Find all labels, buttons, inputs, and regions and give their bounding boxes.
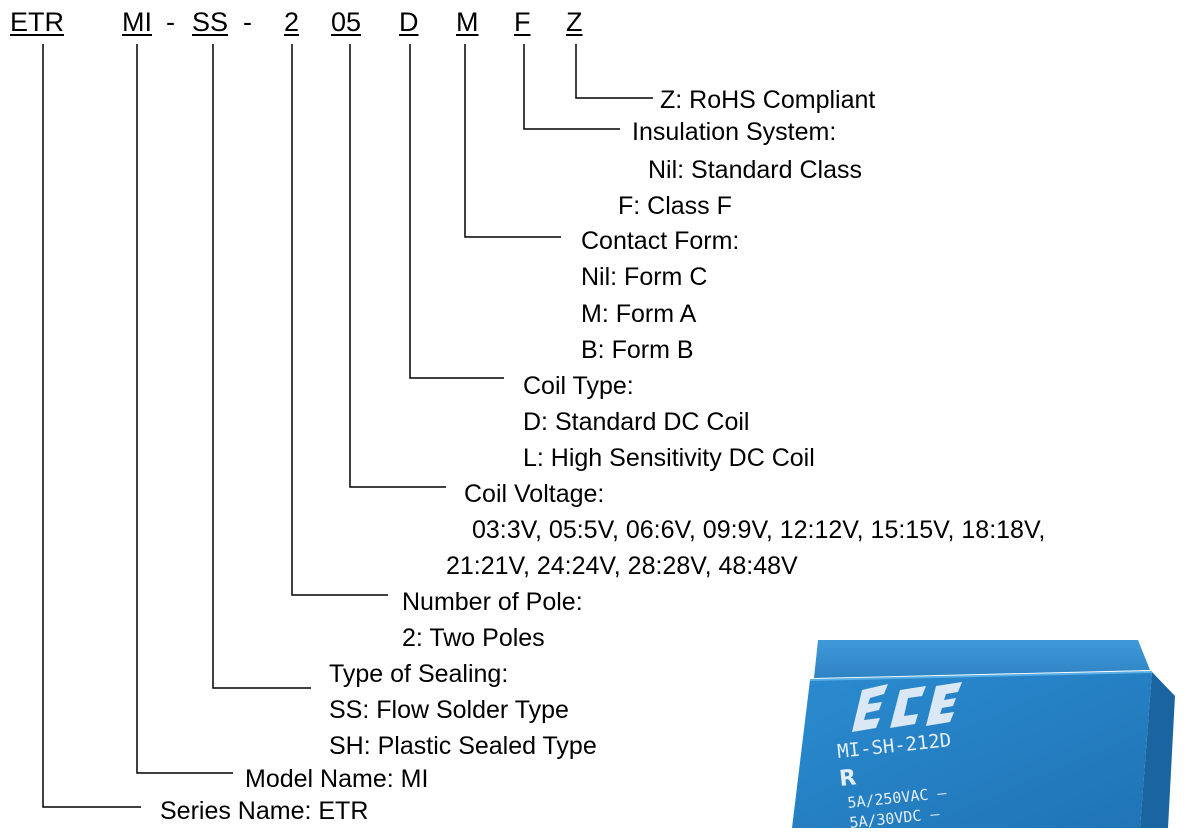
code-voltage: 05 <box>331 7 362 37</box>
field-insulation-option: Nil: Standard Class <box>648 156 862 184</box>
code-poles: 2 <box>284 7 300 37</box>
code-model: MI <box>122 7 152 37</box>
leader-sealing <box>212 44 311 689</box>
code-sealing: SS <box>192 7 229 37</box>
field-coil-type-option: D: Standard DC Coil <box>523 408 750 436</box>
field-contact-form-title: Contact Form: <box>581 227 740 255</box>
field-series-title: Series Name: ETR <box>160 797 369 825</box>
code-series: ETR <box>10 7 64 37</box>
leader-insulation <box>523 44 620 130</box>
field-sealing-title: Type of Sealing: <box>329 660 509 688</box>
field-insulation-title: Insulation System: <box>632 118 837 146</box>
leader-model <box>136 44 233 774</box>
field-rohs-title: Z: RoHS Compliant <box>660 86 876 114</box>
leader-coil-voltage <box>349 44 446 488</box>
field-coil-voltage-option: 03:3V, 05:5V, 06:6V, 09:9V, 12:12V, 15:1… <box>472 516 1046 544</box>
field-coil-voltage-title: Coil Voltage: <box>464 480 605 508</box>
field-poles-option: 2: Two Poles <box>402 624 545 652</box>
leader-contact-form <box>464 44 561 238</box>
field-contact-form-option: M: Form A <box>581 300 697 328</box>
field-sealing-option: SH: Plastic Sealed Type <box>329 732 597 760</box>
relay-cert-mark: R <box>838 765 858 792</box>
field-coil-voltage-option: 21:21V, 24:24V, 28:28V, 48:48V <box>446 552 798 580</box>
relay-photo: MI-SH-212D R 5A/250VAC – 5A/30VDC – <box>790 640 1200 832</box>
field-model-title: Model Name: MI <box>245 765 429 793</box>
leader-series <box>42 44 141 808</box>
field-insulation-option: F: Class F <box>618 192 732 220</box>
leader-rohs <box>575 44 653 99</box>
code-insulation: F <box>514 7 531 37</box>
code-dash-1: - <box>166 7 175 37</box>
field-contact-form-option: B: Form B <box>581 336 694 364</box>
code-contact-form: M <box>456 7 479 37</box>
field-coil-type-title: Coil Type: <box>523 372 634 400</box>
field-sealing-option: SS: Flow Solder Type <box>329 696 569 724</box>
field-contact-form-option: Nil: Form C <box>581 263 708 291</box>
field-coil-type-option: L: High Sensitivity DC Coil <box>523 444 815 472</box>
code-rohs: Z <box>566 7 583 37</box>
field-poles-title: Number of Pole: <box>402 588 583 616</box>
leader-poles <box>291 44 388 596</box>
relay-logo <box>852 682 962 732</box>
code-coil-type: D <box>399 7 419 37</box>
leader-coil-type <box>409 44 504 379</box>
code-dash-2: - <box>243 7 252 37</box>
